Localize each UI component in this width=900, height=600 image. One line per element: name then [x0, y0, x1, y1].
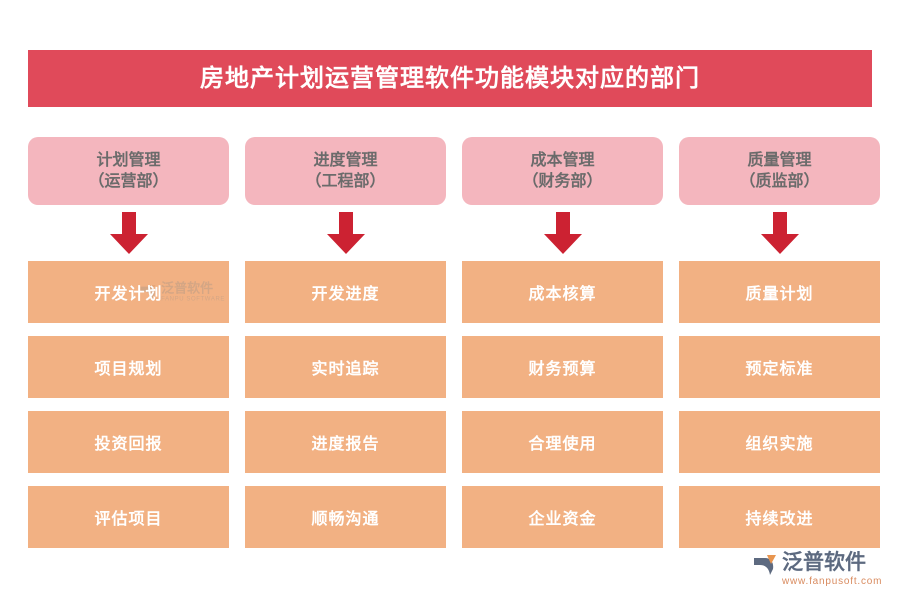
item-box[interactable]: 企业资金 — [462, 486, 663, 548]
item-label: 财务预算 — [528, 361, 597, 378]
arrow-down-icon — [543, 212, 582, 254]
item-list-cost-management: 成本核算 财务预算 合理使用 企业资金 — [462, 261, 663, 548]
arrow-connector-quality-management — [679, 205, 880, 261]
item-box[interactable]: 开发计划 泛普软件 FANPU SOFTWARE — [28, 261, 229, 323]
arrow-down-icon — [109, 212, 148, 254]
dept-department-name: （工程部） — [305, 173, 386, 190]
item-list-progress-management: 开发进度 实时追踪 进度报告 顺畅沟通 — [245, 261, 446, 548]
dept-module-name: 进度管理 — [313, 152, 378, 169]
dept-header-quality-management[interactable]: 质量管理 （质监部） — [679, 137, 880, 205]
item-box[interactable]: 预定标准 — [679, 336, 880, 398]
item-label: 项目规划 — [94, 361, 163, 378]
item-box[interactable]: 投资回报 — [28, 411, 229, 473]
watermark-en-text: FANPU SOFTWARE — [161, 296, 225, 303]
column-quality-management: 质量管理 （质监部） 质量计划 预定标准 组织实施 持续改进 — [679, 137, 880, 548]
arrow-connector-progress-management — [245, 205, 446, 261]
item-label: 开发计划 — [94, 286, 163, 303]
dept-header-cost-management[interactable]: 成本管理 （财务部） — [462, 137, 663, 205]
item-label: 进度报告 — [311, 436, 380, 453]
arrow-connector-plan-management — [28, 205, 229, 261]
item-box[interactable]: 项目规划 — [28, 336, 229, 398]
item-label: 质量计划 — [745, 286, 814, 303]
item-label: 投资回报 — [94, 436, 163, 453]
column-plan-management: 计划管理 （运营部） 开发计划 泛普软件 — [28, 137, 229, 548]
page-title: 房地产计划运营管理软件功能模块对应的部门 — [200, 64, 700, 92]
item-label: 评估项目 — [94, 511, 163, 528]
item-box[interactable]: 顺畅沟通 — [245, 486, 446, 548]
column-progress-management: 进度管理 （工程部） 开发进度 实时追踪 进度报告 顺畅沟通 — [245, 137, 446, 548]
item-box[interactable]: 合理使用 — [462, 411, 663, 473]
arrow-down-icon — [760, 212, 799, 254]
dept-department-name: （财务部） — [522, 173, 603, 190]
fanpu-logo-mark-icon — [754, 555, 776, 575]
item-label: 企业资金 — [528, 511, 597, 528]
item-label: 预定标准 — [745, 361, 814, 378]
item-box[interactable]: 组织实施 — [679, 411, 880, 473]
diagram-title-banner: 房地产计划运营管理软件功能模块对应的部门 — [28, 50, 872, 107]
item-label: 开发进度 — [311, 286, 380, 303]
item-box[interactable]: 持续改进 — [679, 486, 880, 548]
item-label: 组织实施 — [745, 436, 814, 453]
item-box[interactable]: 实时追踪 — [245, 336, 446, 398]
arrow-down-icon — [326, 212, 365, 254]
item-label: 合理使用 — [528, 436, 597, 453]
item-box[interactable]: 进度报告 — [245, 411, 446, 473]
brand-logo[interactable]: 泛普软件 www.fanpusoft.com — [752, 552, 882, 588]
item-box[interactable]: 财务预算 — [462, 336, 663, 398]
item-label: 顺畅沟通 — [311, 511, 380, 528]
dept-header-plan-management[interactable]: 计划管理 （运营部） — [28, 137, 229, 205]
item-list-quality-management: 质量计划 预定标准 组织实施 持续改进 — [679, 261, 880, 548]
item-box[interactable]: 开发进度 — [245, 261, 446, 323]
arrow-connector-cost-management — [462, 205, 663, 261]
watermark-cn-text: 泛普软件 — [161, 280, 214, 296]
dept-department-name: （运营部） — [88, 173, 169, 190]
item-label: 持续改进 — [745, 511, 814, 528]
item-label: 实时追踪 — [311, 361, 380, 378]
dept-header-progress-management[interactable]: 进度管理 （工程部） — [245, 137, 446, 205]
item-label: 成本核算 — [528, 286, 597, 303]
item-box[interactable]: 评估项目 — [28, 486, 229, 548]
brand-logo-url: www.fanpusoft.com — [782, 576, 883, 587]
item-box[interactable]: 成本核算 — [462, 261, 663, 323]
dept-department-name: （质监部） — [739, 173, 820, 190]
item-box[interactable]: 质量计划 — [679, 261, 880, 323]
column-cost-management: 成本管理 （财务部） 成本核算 财务预算 合理使用 企业资金 — [462, 137, 663, 548]
dept-module-name: 成本管理 — [530, 152, 595, 169]
dept-module-name: 质量管理 — [747, 152, 812, 169]
item-list-plan-management: 开发计划 泛普软件 FANPU SOFTWARE 项目规划 — [28, 261, 229, 548]
dept-module-name: 计划管理 — [96, 152, 161, 169]
brand-logo-name: 泛普软件 — [782, 551, 866, 574]
